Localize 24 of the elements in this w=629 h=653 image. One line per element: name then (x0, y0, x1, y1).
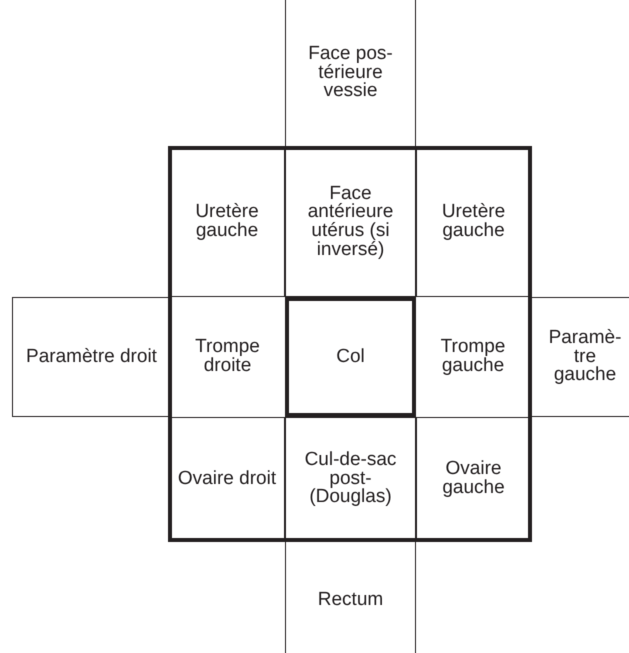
region-label: Rectum (318, 590, 384, 610)
region-label: Ovaire gauche (441, 460, 506, 498)
anatomy-region-cell (285, 417, 416, 540)
anatomy-region-cell (285, 540, 416, 653)
region-label: Face antérieure utérus (si inversé) (306, 184, 394, 260)
anatomy-region-cell (285, 148, 416, 297)
anatomy-region-cell (285, 0, 416, 148)
region-label: Trompe droite (194, 338, 261, 376)
region-label: Ovaire droit (178, 470, 276, 488)
anatomy-region-cell (416, 148, 530, 297)
region-label: Uretère gauche (440, 203, 506, 241)
anatomy-region-cell (416, 417, 530, 540)
anatomy-region-cell (170, 148, 285, 297)
region-label: Trompe gauche (440, 338, 506, 376)
anatomy-region-cell (530, 297, 629, 417)
anatomy-region-cell (170, 417, 285, 540)
region-label: Col (336, 348, 365, 366)
anatomy-region-cell (285, 297, 416, 417)
region-label: Cul-de-sac post- (Douglas) (304, 451, 398, 507)
region-label: Face pos- térieure vessie (307, 45, 394, 101)
anatomy-region-cell (12, 297, 170, 417)
region-label: Paramè- tre gauche (548, 329, 622, 385)
region-label: Paramètre droit (26, 348, 157, 366)
region-label: Uretère gauche (194, 203, 260, 241)
